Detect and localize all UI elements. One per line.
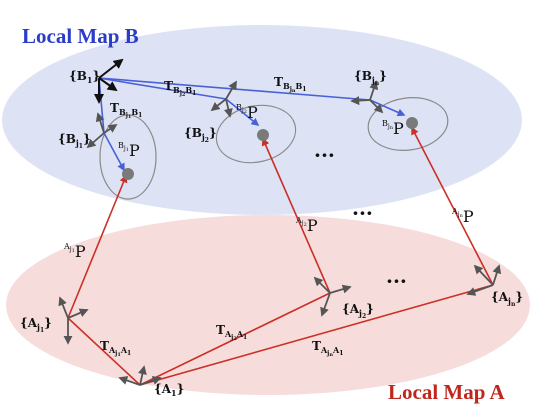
point-bj1 [122, 168, 134, 180]
point-ellipse-bjn [367, 97, 449, 151]
transform-label-aj1-a1: TAj1A1 [100, 339, 131, 358]
point-ellipse-bj2 [215, 104, 297, 164]
transform-label-ajn-a1: TAjnA1 [312, 339, 343, 358]
ellipsis-map-b: ··· [314, 143, 335, 167]
frame-label-a1: {A1} [154, 382, 184, 398]
point-bj2 [257, 129, 269, 141]
point-ellipse-bj1 [99, 114, 157, 200]
point-label-bj1: Bj1P [118, 141, 140, 160]
link-bj1-point [103, 132, 125, 172]
link-bjn-point [369, 99, 406, 117]
point-label-bjn: BjnP [382, 119, 404, 138]
point-label-ajn: AjnP [451, 207, 474, 226]
frame-label-aj2: {Aj2} [342, 302, 374, 320]
local-map-b-title: Local Map B [22, 24, 139, 48]
point-label-bj2: Bj2P [236, 103, 258, 122]
transform-label-bj1-b1: TBj1B1 [110, 101, 142, 120]
frame-ajn-axes [466, 264, 502, 296]
frame-aj2-axes [313, 276, 352, 317]
link-aj1-point [67, 174, 128, 319]
frame-bj1-axes [86, 112, 118, 149]
frame-a1-axes [118, 365, 162, 386]
local-map-a-region [6, 215, 530, 395]
frame-label-bjn: {Bjn} [354, 69, 387, 87]
transform-label-aj2-a1: TAj2A1 [216, 323, 247, 342]
link-ajn-point [411, 126, 494, 286]
point-bjn [406, 117, 418, 129]
link-a1-aj1 [67, 317, 141, 386]
transform-label-bj2-b1: TBj2B1 [164, 79, 196, 98]
link-bj2-point [225, 98, 260, 127]
frame-aj1-axes [58, 296, 89, 345]
frame-bj2-axes [210, 80, 237, 118]
ellipsis-middle: ··· [352, 201, 373, 225]
frame-label-bj2: {Bj2} [184, 126, 217, 144]
frame-bjn-axes [350, 80, 384, 114]
local-map-b-region [2, 25, 522, 215]
point-label-aj1: Aj1P [63, 242, 86, 261]
link-aj2-point [261, 137, 331, 294]
frame-label-ajn: {Ajn} [491, 290, 523, 308]
frame-b1-axes [94, 58, 124, 104]
ellipsis-map-a: ··· [386, 269, 407, 293]
local-map-a-title: Local Map A [388, 380, 506, 404]
link-a1-ajn [139, 284, 494, 386]
link-a1-aj2 [139, 292, 331, 386]
frame-label-b1: {B1} [69, 69, 100, 85]
frame-label-aj1: {Aj1} [20, 316, 52, 334]
frame-label-bj1: {Bj1} [58, 132, 91, 150]
point-label-aj2: Aj2P [295, 216, 318, 235]
link-b1-bj2 [98, 77, 227, 100]
transform-label-bjn-b1: TBjnB1 [274, 75, 306, 94]
